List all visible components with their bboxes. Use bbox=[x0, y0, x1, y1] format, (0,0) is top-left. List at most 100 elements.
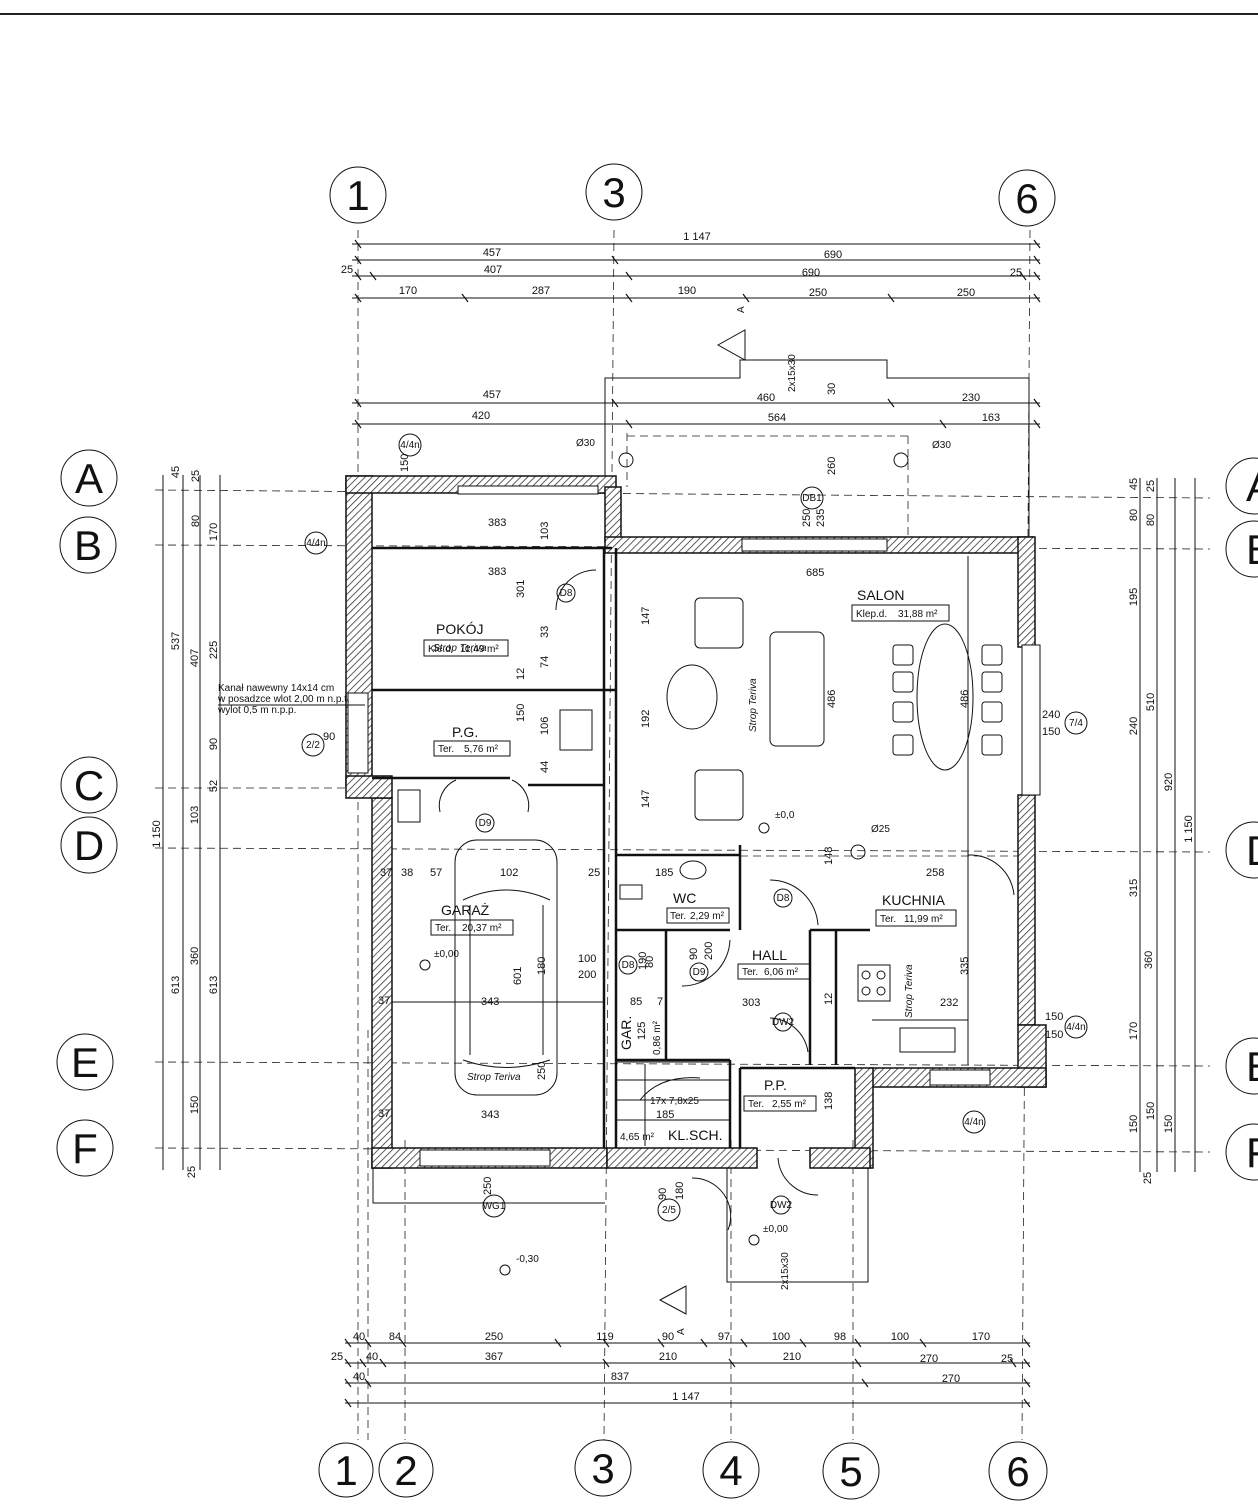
tag-db1: DB1 bbox=[802, 493, 822, 504]
axis-label-4-bottom: 4 bbox=[719, 1447, 742, 1494]
dim-right-315: 315 bbox=[1128, 879, 1140, 897]
dimensions-left: 1 150 537 613 407 103 360 150 45 25 80 2… bbox=[151, 466, 221, 1178]
dim-top2-457: 457 bbox=[483, 389, 501, 401]
inner-dim-150: 150 bbox=[515, 704, 527, 722]
dim-bottom-250: 250 bbox=[485, 1331, 503, 1343]
room-area-garaz: 20,37 m² bbox=[462, 923, 502, 934]
axis-label-e-right: E bbox=[1246, 1043, 1258, 1090]
dim-top-250b: 250 bbox=[957, 287, 975, 299]
dim-left-90: 90 bbox=[208, 738, 220, 750]
dim-left-25a: 25 bbox=[190, 470, 202, 482]
windows bbox=[347, 485, 1041, 1167]
dim-bottom-total: 1 147 bbox=[672, 1391, 700, 1403]
room-label-kuchnia: KUCHNIA Ter. 11,99 m² bbox=[875, 892, 957, 927]
axis-label-6-top: 6 bbox=[1015, 175, 1038, 222]
dim-top-25b: 25 bbox=[1010, 267, 1022, 279]
inner-dim-74: 74 bbox=[539, 656, 551, 668]
room-floor-garaz: Ter. bbox=[435, 923, 451, 934]
dim-right-25b: 25 bbox=[1142, 1172, 1154, 1184]
window-pg bbox=[347, 692, 369, 774]
level-entrance: ±0,00 bbox=[763, 1224, 788, 1235]
axis-label-5-bottom: 5 bbox=[839, 1448, 862, 1495]
inner-dim-383a: 383 bbox=[488, 517, 506, 529]
room-label-pp: P.P. Ter. 2,55 m² bbox=[743, 1077, 817, 1112]
inner-dim-258: 258 bbox=[926, 867, 944, 879]
axis-bubble-b-left bbox=[59, 516, 117, 574]
dim-bottom-270a: 270 bbox=[920, 1353, 938, 1365]
room-label-klsch: 4,65 m² KL.SCH. bbox=[620, 1127, 722, 1143]
grid-lines bbox=[154, 229, 1211, 1441]
room-floor-pokoj: Kle.d. bbox=[428, 644, 454, 655]
axis-bubble-e-left bbox=[56, 1033, 114, 1091]
inner-dim-147b: 147 bbox=[640, 790, 652, 808]
column-c30-left: Ø30 bbox=[576, 438, 595, 449]
wall-east-mid bbox=[1017, 794, 1036, 1026]
inner-dim-200a: 200 bbox=[703, 942, 715, 960]
dim-top-170: 170 bbox=[399, 285, 417, 297]
inner-dim-80: 80 bbox=[644, 956, 656, 968]
dim-top2-163: 163 bbox=[982, 412, 1000, 424]
section-label-bottom: A bbox=[676, 1328, 687, 1335]
axis-label-b-left: B bbox=[74, 522, 102, 569]
inner-dim-601: 601 bbox=[512, 967, 524, 985]
axis-label-3-top: 3 bbox=[602, 169, 625, 216]
dim-left-613a: 613 bbox=[170, 976, 182, 994]
room-name-garaz: GARAŻ bbox=[441, 901, 490, 918]
tag-bubbles: 4/4n 4/4n 2/2 7/4 4/4n 4/4n 2/5 DB1 WG1 … bbox=[301, 354, 1088, 1290]
dim-left-225: 225 bbox=[208, 641, 220, 659]
axis-bubbles-top: 1 3 6 bbox=[329, 163, 1056, 227]
tag-d8-c: D8 bbox=[777, 893, 790, 904]
interior-walls bbox=[372, 546, 1018, 1148]
inner-dim-37b: 37 bbox=[378, 995, 390, 1007]
tag-steps-top: 2x15x30 bbox=[787, 354, 798, 392]
dim-bottom-170: 170 bbox=[972, 1331, 990, 1343]
axis-bubble-f-left bbox=[56, 1119, 114, 1177]
dim-top-25a: 25 bbox=[341, 264, 353, 276]
tag-steps-bottom: 2x15x30 bbox=[780, 1252, 791, 1290]
dim-bottom-25a: 25 bbox=[331, 1351, 343, 1363]
inner-dim-44: 44 bbox=[539, 761, 551, 773]
strop-teriva-garaz: Strop Teriva bbox=[467, 1072, 521, 1083]
dim-left-52: 52 bbox=[208, 780, 220, 792]
exterior-walls bbox=[345, 475, 1047, 1169]
inner-dim-125: 125 bbox=[636, 1022, 648, 1040]
axis-bubble-f-right bbox=[1225, 1123, 1258, 1181]
dim-bottom-270b: 270 bbox=[942, 1373, 960, 1385]
room-area-gar: 0,86 m² bbox=[652, 1020, 663, 1055]
tag-7-4: 7/4 bbox=[1069, 718, 1083, 729]
dim-bottom-40b: 40 bbox=[366, 1351, 378, 1363]
dim-bottom-25b: 25 bbox=[1001, 1353, 1013, 1365]
grid-line-d bbox=[154, 847, 1211, 853]
dim-bottom-40c: 40 bbox=[353, 1371, 365, 1383]
kanal-note-line1: Kanał nawewny 14x14 cm bbox=[218, 683, 334, 694]
room-area-wc: 2,29 m² bbox=[690, 911, 725, 922]
inner-dim-30: 30 bbox=[826, 383, 838, 395]
dining-table bbox=[916, 623, 974, 771]
dim-top-total: 1 147 bbox=[683, 231, 711, 243]
tag-4-4n-c: 4/4n bbox=[1066, 1022, 1085, 1033]
dim-bottom-119: 119 bbox=[596, 1331, 614, 1343]
inner-dim-57: 57 bbox=[430, 867, 442, 879]
inner-dim-180b: 180 bbox=[674, 1182, 686, 1200]
room-name-salon: SALON bbox=[857, 587, 904, 603]
room-floor-pg: Ter. bbox=[438, 744, 454, 755]
inner-dim-150c: 150 bbox=[1042, 726, 1060, 738]
entrance-porch bbox=[726, 1160, 869, 1283]
dim-top2-230: 230 bbox=[962, 392, 980, 404]
inner-dimensions: 383 383 685 258 343 343 303 232 185 185 … bbox=[323, 383, 1063, 1200]
inner-dim-103: 103 bbox=[539, 522, 551, 540]
room-name-kuchnia: KUCHNIA bbox=[882, 892, 946, 908]
room-labels: POKÓJ Kle.d. 11,49 m² P.G. Ter. 5,76 m² … bbox=[423, 587, 957, 1143]
inner-dim-12b: 12 bbox=[823, 993, 835, 1005]
dim-left-613b: 613 bbox=[208, 976, 220, 994]
dimensions-bottom: 40 84 250 119 90 97 100 98 100 170 25 40… bbox=[331, 1331, 1031, 1408]
room-area-klsch: 4,65 m² bbox=[620, 1132, 655, 1143]
room-name-gar: GAR. bbox=[618, 1016, 634, 1050]
inner-dim-185a: 185 bbox=[655, 867, 673, 879]
dim-right-150a: 150 bbox=[1128, 1115, 1140, 1133]
terrace-outlines bbox=[372, 359, 1030, 1283]
dim-top-190: 190 bbox=[678, 285, 696, 297]
axis-bubble-1-top bbox=[329, 166, 387, 224]
inner-dim-250: 250 bbox=[536, 1062, 548, 1080]
